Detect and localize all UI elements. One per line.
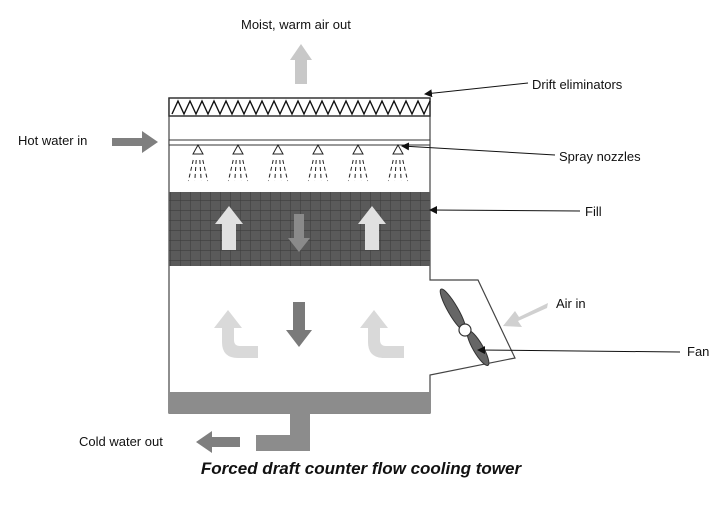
label-air-in: Air in <box>556 296 586 311</box>
water-spray-line <box>234 159 237 182</box>
diagram-caption: Forced draft counter flow cooling tower <box>200 459 522 478</box>
water-spray-line <box>399 159 402 182</box>
fan-leader-line <box>477 346 681 355</box>
water-spray-line <box>347 159 354 182</box>
water-spray-line <box>199 159 202 182</box>
curved-arrow-right <box>360 310 404 358</box>
water-spray-line <box>359 159 362 182</box>
label-hot-water-in: Hot water in <box>18 133 88 148</box>
water-spray-line <box>322 159 329 182</box>
water-spray-line <box>282 159 289 182</box>
water-spray-line <box>354 159 357 182</box>
water-spray-line <box>202 159 209 182</box>
spray-nozzles <box>187 143 409 182</box>
label-spray-nozzles: Spray nozzles <box>559 149 641 164</box>
nozzle-leader-line <box>401 142 556 156</box>
water-spray-line <box>227 159 234 182</box>
water-basin <box>169 392 430 413</box>
hot-water-in-arrow <box>112 131 158 153</box>
label-air-out: Moist, warm air out <box>241 17 351 32</box>
water-spray-line <box>194 159 197 182</box>
water-spray-line <box>402 159 409 182</box>
fill-up-arrow-right <box>358 206 386 250</box>
spray-nozzle-icon <box>232 143 244 155</box>
air-out-arrow <box>290 44 312 84</box>
water-spray-line <box>319 159 322 182</box>
air-in-arrow <box>503 303 548 327</box>
spray-nozzle-icon <box>352 143 364 155</box>
label-cold-water-out: Cold water out <box>79 434 163 449</box>
water-spray-line <box>394 159 397 182</box>
water-spray-line <box>187 159 194 182</box>
water-spray-line <box>267 159 274 182</box>
water-spray-line <box>314 159 317 182</box>
spray-nozzle-icon <box>272 143 284 155</box>
drift-leader-line <box>424 82 529 98</box>
outlet-pipe <box>256 413 310 451</box>
spray-pipe <box>168 139 431 146</box>
water-spray-line <box>274 159 277 182</box>
label-drift-eliminators: Drift eliminators <box>532 77 623 92</box>
label-fan: Fan <box>687 344 710 359</box>
water-spray-line <box>307 159 314 182</box>
water-spray-line <box>362 159 369 182</box>
curved-arrow-left <box>214 310 258 358</box>
water-spray-line <box>239 159 242 182</box>
label-fill: Fill <box>585 204 602 219</box>
drift-eliminators <box>168 97 431 117</box>
spray-nozzle-icon <box>392 143 404 155</box>
fill-leader-line <box>429 206 581 215</box>
spray-nozzle-icon <box>312 143 324 155</box>
water-spray-line <box>387 159 394 182</box>
down-arrow-lower <box>286 302 312 347</box>
cold-water-out-arrow <box>196 431 240 453</box>
water-spray-line <box>279 159 282 182</box>
fill-up-arrow-left <box>215 206 243 250</box>
water-spray-line <box>242 159 249 182</box>
spray-nozzle-icon <box>192 143 204 155</box>
fill-down-arrow <box>288 214 310 252</box>
